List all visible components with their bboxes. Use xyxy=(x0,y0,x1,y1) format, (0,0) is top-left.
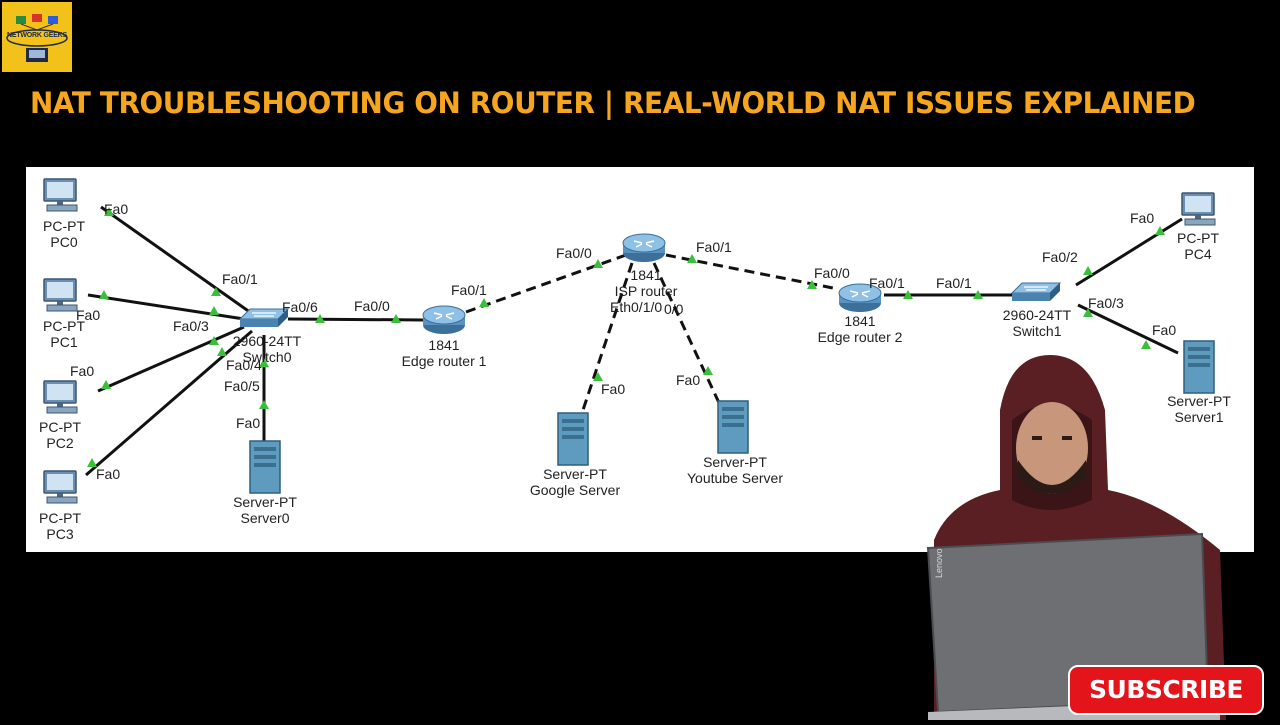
port-sw1-fa0-3: Fa0/3 xyxy=(1088,295,1124,311)
google-server-icon xyxy=(557,412,589,466)
channel-logo: NETWORK GEEKS xyxy=(2,2,72,72)
port-sw0-fa0-1: Fa0/1 xyxy=(222,271,258,287)
port-pc2-fa0: Fa0 xyxy=(70,363,95,379)
logo-emblem-icon xyxy=(6,14,68,62)
port-sw1-fa0-2: Fa0/2 xyxy=(1042,249,1078,265)
port-server1-fa0: Fa0 xyxy=(1152,322,1177,338)
port-pc3-fa0: Fa0 xyxy=(96,466,121,482)
pc0-icon xyxy=(43,178,78,212)
link-isp-google xyxy=(580,262,634,414)
port-pc4-fa0: Fa0 xyxy=(1130,210,1155,226)
pc4-icon xyxy=(1181,192,1216,226)
link-switch1-server1 xyxy=(1077,303,1179,355)
port-edge2-fa0-1: Fa0/1 xyxy=(869,275,905,291)
port-server0-fa0: Fa0 xyxy=(236,415,261,431)
switch0-icon xyxy=(239,308,289,328)
port-sw0-fa0-3: Fa0/3 xyxy=(173,318,209,334)
link-isp-youtube xyxy=(652,262,722,406)
port-sw0-fa0-5: Fa0/5 xyxy=(224,378,260,394)
link-switch1-pc4 xyxy=(1075,217,1183,287)
link-pc0-switch0 xyxy=(100,205,255,317)
link-edge1-isp xyxy=(465,253,627,314)
server0-icon xyxy=(249,440,281,494)
svg-text:Lenovo: Lenovo xyxy=(934,548,944,578)
link-pc2-switch0 xyxy=(97,325,245,393)
port-pc1-fa0: Fa0 xyxy=(76,307,101,323)
pc3-icon xyxy=(43,470,78,504)
port-youtube-fa0: Fa0 xyxy=(676,372,701,388)
port-edge1-fa0-0: Fa0/0 xyxy=(354,298,390,314)
isp-router-icon xyxy=(622,233,666,263)
port-sw0-fa0-4: Fa0/4 xyxy=(226,357,262,373)
edge1-router-icon xyxy=(422,305,466,335)
pc1-icon xyxy=(43,278,78,312)
port-isp-eth0-1-0: Eth0/1/0 xyxy=(610,299,663,315)
port-isp-eth0-0: 0/0 xyxy=(664,301,684,317)
port-isp-fa0-1: Fa0/1 xyxy=(696,239,732,255)
pc2-icon xyxy=(43,380,78,414)
subscribe-button[interactable]: SUBSCRIBE xyxy=(1068,665,1264,715)
port-isp-fa0-0: Fa0/0 xyxy=(556,245,592,261)
link-isp-edge2 xyxy=(665,253,839,291)
logo-text: NETWORK GEEKS xyxy=(6,32,67,39)
port-edge2-fa0-0: Fa0/0 xyxy=(814,265,850,281)
port-pc0-fa0: Fa0 xyxy=(104,201,129,217)
switch1-icon xyxy=(1011,282,1061,302)
port-google-fa0: Fa0 xyxy=(601,381,626,397)
youtube-server-icon xyxy=(717,400,749,454)
port-edge1-fa0-1: Fa0/1 xyxy=(451,282,487,298)
link-pc1-switch0 xyxy=(87,293,245,321)
video-headline: NAT TROUBLESHOOTING ON ROUTER | REAL-WOR… xyxy=(30,86,1196,120)
port-sw1-fa0-1: Fa0/1 xyxy=(936,275,972,291)
topology-links xyxy=(43,178,1216,504)
link-switch0-edge1 xyxy=(287,317,425,322)
port-sw0-fa0-6: Fa0/6 xyxy=(282,299,318,315)
